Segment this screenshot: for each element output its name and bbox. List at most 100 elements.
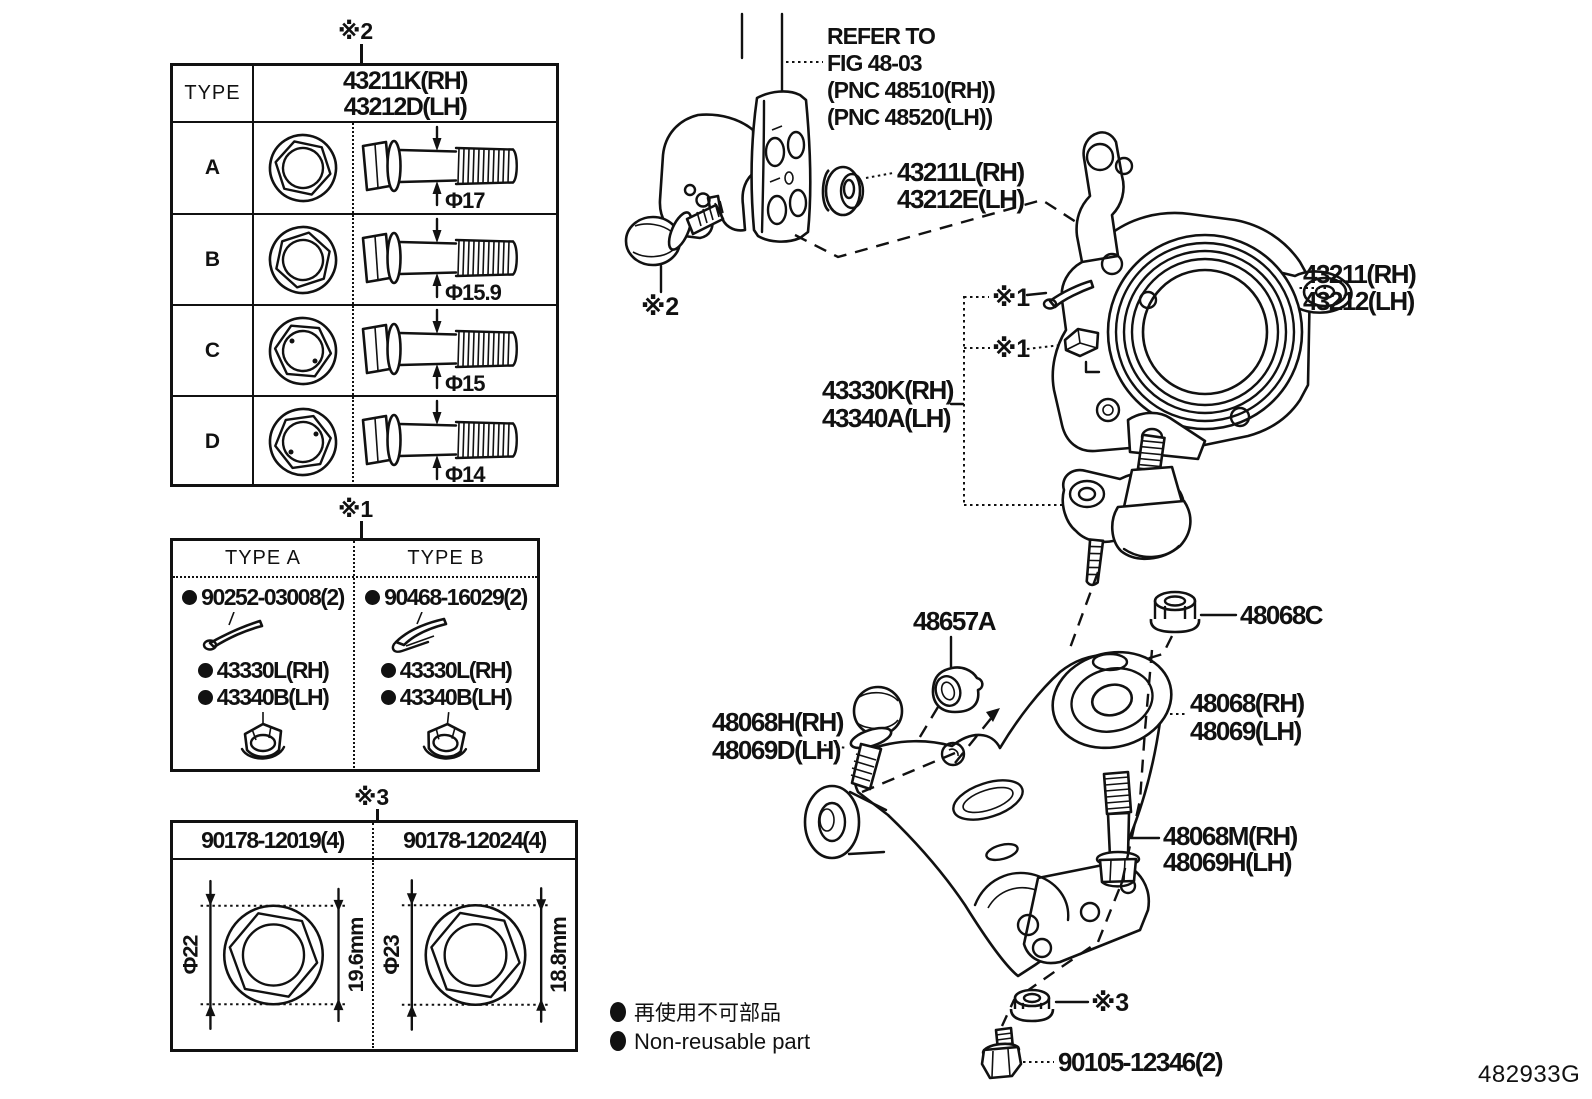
type-b-part1: 43330L(RH) [380,657,513,684]
arm-rear-bolt: 48068M(RH) 48069H(LH) [1095,770,1299,888]
cotter-pin [1042,279,1095,310]
table2-header-b: TYPE B [407,547,485,569]
row-c-bolt-icon: Φ15 [354,306,556,395]
nut2-part-number: 90178-12024(4) [403,827,547,853]
lower-control-arm: 48068(RH) 48069(LH) [803,650,1306,978]
legend-bullet-jp [610,1002,626,1022]
lock-clip-icon [391,612,448,654]
table1-header-type-label: TYPE [184,82,241,104]
nut1-height: 19.6mm [343,918,368,993]
non-reusable-bullet [197,690,213,705]
row-d-letter: D [204,429,221,453]
ref1-marker-pin: ※1 [992,284,1030,312]
row-c-diameter: Φ15 [445,371,485,395]
ball-joint-label-rh: 43330K(RH) [822,375,954,405]
legend-bullet-en [610,1031,626,1051]
table2-ref-marker: ※1 [338,496,374,522]
cam-washer: 48657A [904,606,998,761]
nut1-part-number: 90178-12019(4) [201,827,345,853]
row-c-letter: C [204,338,221,362]
type-a-pin-part: 90252-03008(2) [182,584,345,611]
figure-code: 482933G [1478,1061,1580,1088]
row-d-bolt-icon: Φ14 [354,397,556,486]
row-d-nut-icon [254,397,354,486]
ref1-marker-lock: ※1 [992,335,1030,363]
nut1-drawing: Φ22 19.6mm [173,860,374,1048]
type-a-part2: 43340B(LH) [197,684,330,711]
arm-label-rh: 48068(RH) [1190,688,1305,718]
bolt-row-d: D Φ14 [173,395,556,486]
type-a-part2-number: 43340B(LH) [216,684,330,710]
type-b-part1-number: 43330L(RH) [399,657,513,683]
non-reusable-bullet [380,690,396,705]
nut2-diameter: Φ23 [379,935,404,975]
ball-joint [1061,433,1192,649]
non-reusable-bullet [365,590,381,605]
non-reusable-bullet [182,590,198,605]
construction-line-top [794,198,1094,259]
row-b-letter: B [204,247,221,271]
row-b-diameter: Φ15.9 [445,280,502,304]
refer-note: REFER TO FIG 48-03 (PNC 48510(RH)) (PNC … [786,23,996,130]
refer-note-line2: FIG 48-03 [827,50,922,76]
bolt-type-table: TYPE 43211K(RH) 43212D(LH) A Φ17 B Φ1 [170,63,559,487]
type-b-pin-part: 90468-16029(2) [365,584,528,611]
ball-joint-label: 43330K(RH) 43340A(LH) [822,375,965,433]
lock-type-a-cell: 90252-03008(2) 43330L(RH) 43340B(LH) [173,578,355,768]
bolt-row-b: B Φ15.9 [173,213,556,304]
table1-ref-marker: ※2 [338,18,374,44]
arm-nut-label: 48068C [1240,600,1324,630]
ball-joint-bolt [1085,538,1105,587]
row-a-diameter: Φ17 [445,188,485,212]
lock-cap [1063,327,1101,374]
non-reusable-bullet [197,663,213,678]
knuckle-bushing: 43211L(RH) 43212E(LH) [821,157,1026,217]
knuckle-label-lh: 43212(LH) [1303,286,1415,316]
steering-knuckle: 43211(RH) 43212(LH) [1051,131,1418,473]
ref3-marker: ※3 [1091,989,1129,1017]
type-b-part2-number: 43340B(LH) [399,684,513,710]
arm-rear-bolt-label-lh: 48069H(LH) [1163,847,1292,877]
row-b-nut-icon [254,215,354,304]
lock-cap-icon [421,712,471,762]
arm-rear-bolt-label-rh: 48068M(RH) [1163,821,1298,851]
row-a-bolt-icon: Φ17 [354,123,556,213]
arm-nut: 48068C [1061,590,1325,686]
construction-line-bottom [1000,649,1154,1027]
table1-header-part: 43211K(RH) 43212D(LH) [254,66,556,121]
cam-washer-label: 48657A [913,606,997,636]
refer-note-line3: (PNC 48510(RH)) [827,77,995,103]
lock-type-b-cell: 90468-16029(2) 43330L(RH) 43340B(LH) [355,578,537,768]
arm-front-bolt-label-rh: 48068H(RH) [712,707,844,737]
knuckle-bushing-label-rh: 43211L(RH) [897,157,1024,187]
table2-ref-line [360,521,363,538]
cotter-pin-icon [202,612,264,651]
type-a-pin-number: 90252-03008(2) [201,584,345,610]
table1-header-type: TYPE [173,66,254,121]
table2-header-a: TYPE A [224,547,302,569]
arm-front-bolt-label-lh: 48069D(LH) [712,735,841,765]
legend-text-en: Non-reusable part [634,1029,810,1054]
legend-text-jp: 再使用不可部品 [634,1002,781,1025]
nut-table: 90178-12019(4) 90178-12024(4) Φ22 19.6mm… [170,820,578,1052]
shock-absorber-bracket [658,12,812,243]
stabilizer-bolt: 90105-12346(2) [980,1026,1224,1080]
lock-cap-icon [240,712,286,760]
row-b-bolt-icon: Φ15.9 [354,215,556,304]
knuckle-label-rh: 43211(RH) [1303,259,1416,289]
table1-part-rh: 43211K(RH) [343,66,468,95]
stabilizer-bolt-label: 90105-12346(2) [1058,1047,1223,1077]
non-reusable-bullet [380,663,396,678]
ref3-nut: ※3 [1009,988,1129,1023]
arm-label-lh: 48069(LH) [1190,716,1302,746]
table3-ref-line [376,809,379,820]
strut-bolt: ※2 [624,200,725,321]
arm-front-bolt: 48068H(RH) 48069D(LH) [712,685,1000,794]
type-a-part1-number: 43330L(RH) [216,657,330,683]
refer-note-line4: (PNC 48520(LH)) [827,104,993,130]
type-a-part1: 43330L(RH) [197,657,330,684]
lock-type-table: TYPE A TYPE B 90252-03008(2) 43330L(RH) … [170,538,540,772]
table3-ref-marker: ※3 [354,784,390,810]
knuckle-bushing-label-lh: 43212E(LH) [897,184,1024,214]
